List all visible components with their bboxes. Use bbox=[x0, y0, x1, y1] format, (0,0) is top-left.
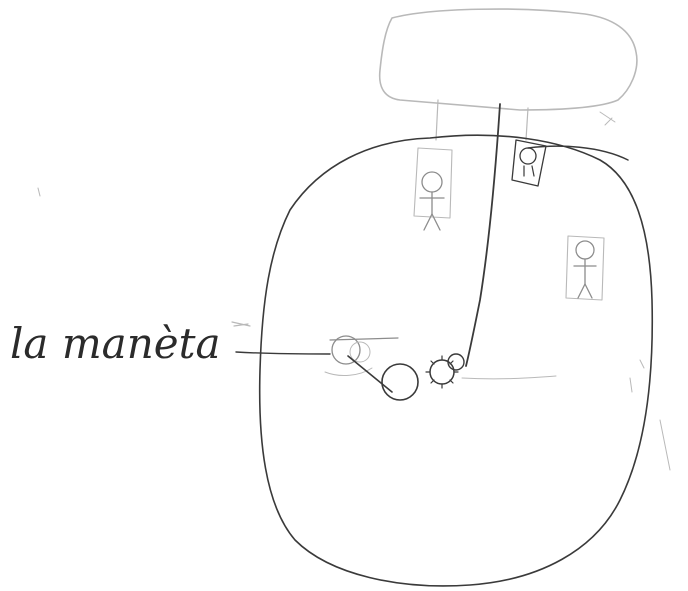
wheel-outline bbox=[260, 135, 653, 586]
gear bbox=[426, 354, 556, 388]
top-frame bbox=[380, 9, 637, 140]
stick-figure bbox=[512, 140, 628, 186]
rope bbox=[466, 104, 500, 366]
label-pointer-line bbox=[232, 322, 330, 354]
handle-label: la manèta bbox=[10, 319, 221, 368]
stick-figure bbox=[414, 148, 452, 230]
wheel bbox=[348, 356, 418, 400]
stick-figure bbox=[566, 236, 604, 300]
